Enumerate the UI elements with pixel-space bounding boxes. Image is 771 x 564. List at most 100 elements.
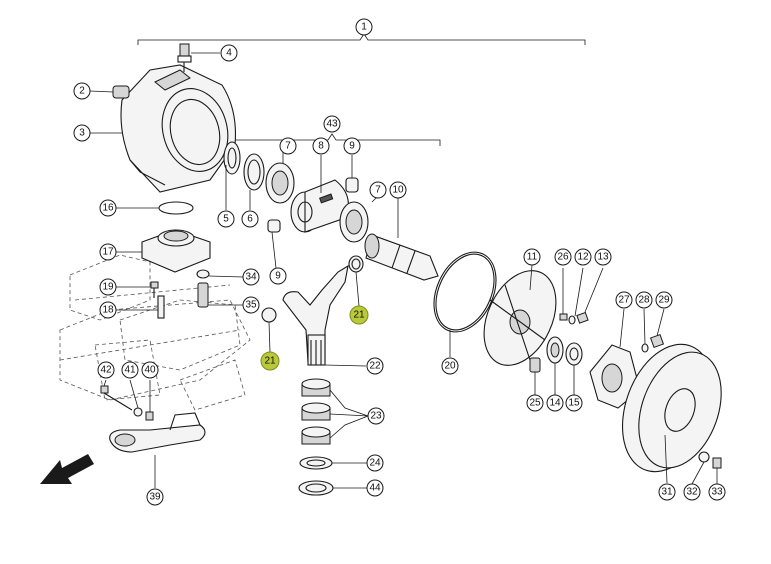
callout-41[interactable]: 41 <box>121 361 139 379</box>
callout-label: 34 <box>245 272 257 283</box>
fork-part-22 <box>282 264 349 366</box>
callout-label: 7 <box>285 141 291 152</box>
callout-9a[interactable]: 9 <box>343 137 361 155</box>
callout-label: 14 <box>549 398 561 409</box>
callout-21a[interactable]: 21 <box>349 305 369 325</box>
callout-9b[interactable]: 9 <box>269 267 287 285</box>
leader-lines <box>89 52 718 489</box>
callout-label: 5 <box>223 214 229 225</box>
callout-26[interactable]: 26 <box>554 248 572 266</box>
callout-label: 9 <box>349 141 355 152</box>
callout-7a[interactable]: 7 <box>279 137 297 155</box>
callout-label: 2 <box>79 86 85 97</box>
callout-label: 42 <box>100 365 112 376</box>
bearing-part-7a <box>265 162 295 204</box>
callout-label: 7 <box>375 185 381 196</box>
callout-35[interactable]: 35 <box>242 296 260 314</box>
callout-11[interactable]: 11 <box>523 248 541 266</box>
washer-part-28 <box>641 343 649 353</box>
callout-label: 3 <box>79 128 85 139</box>
callout-15[interactable]: 15 <box>565 394 583 412</box>
callout-label: 40 <box>144 365 156 376</box>
ring-part-6 <box>243 153 265 191</box>
callout-34[interactable]: 34 <box>242 268 260 286</box>
callout-16[interactable]: 16 <box>99 199 117 217</box>
callout-label: 27 <box>618 295 630 306</box>
callout-17[interactable]: 17 <box>99 243 117 261</box>
callout-label: 16 <box>102 203 114 214</box>
callout-27[interactable]: 27 <box>615 291 633 309</box>
callout-28[interactable]: 28 <box>635 291 653 309</box>
callout-label: 21 <box>353 310 365 321</box>
callout-8[interactable]: 8 <box>312 137 330 155</box>
callout-10[interactable]: 10 <box>389 181 407 199</box>
callout-label: 21 <box>264 356 276 367</box>
callout-label: 44 <box>369 483 381 494</box>
pin-part-9a <box>345 177 359 193</box>
callout-label: 33 <box>711 487 723 498</box>
callout-label: 24 <box>369 458 381 469</box>
callout-label: 17 <box>102 247 114 258</box>
callout-40[interactable]: 40 <box>141 361 159 379</box>
bearing-part-23a <box>301 378 331 397</box>
callout-label: 32 <box>686 487 698 498</box>
seal-part-44 <box>298 480 334 496</box>
callout-label: 23 <box>370 411 382 422</box>
callout-32[interactable]: 32 <box>683 483 701 501</box>
callout-19[interactable]: 19 <box>99 278 117 296</box>
callout-label: 1 <box>361 22 367 33</box>
callout-label: 8 <box>318 141 324 152</box>
callout-label: 18 <box>102 305 114 316</box>
callout-31[interactable]: 31 <box>658 483 676 501</box>
nut-part-40 <box>145 411 154 421</box>
callout-29[interactable]: 29 <box>655 291 673 309</box>
seal-part-24 <box>299 456 333 470</box>
callout-label: 11 <box>527 252 538 263</box>
callout-label: 12 <box>577 252 589 263</box>
callout-2[interactable]: 2 <box>73 82 91 100</box>
callout-label: 9 <box>275 271 281 282</box>
hub-part-27 <box>589 344 641 409</box>
callout-label: 19 <box>102 282 114 293</box>
callout-6[interactable]: 6 <box>241 210 259 228</box>
callout-14[interactable]: 14 <box>546 394 564 412</box>
shaft-part-10 <box>364 233 439 281</box>
callout-7b[interactable]: 7 <box>369 181 387 199</box>
arrow-down-left-icon <box>40 454 94 484</box>
callout-18[interactable]: 18 <box>99 301 117 319</box>
callout-21b[interactable]: 21 <box>260 351 280 371</box>
plate-part-11 <box>483 270 557 366</box>
callout-5[interactable]: 5 <box>217 210 235 228</box>
plug-part-2 <box>112 85 130 99</box>
callout-43[interactable]: 43 <box>323 115 341 133</box>
bushing-part-21a <box>348 255 364 273</box>
callout-24[interactable]: 24 <box>366 454 384 472</box>
callout-label: 22 <box>369 361 381 372</box>
bearing-part-23b <box>301 402 331 421</box>
callout-13[interactable]: 13 <box>594 248 612 266</box>
callout-20[interactable]: 20 <box>441 357 459 375</box>
callouts: 1 2 3 4 5 6 7 7 8 9 9 10 11 12 13 14 15 … <box>73 18 726 506</box>
callout-22[interactable]: 22 <box>366 357 384 375</box>
callout-label: 29 <box>658 295 670 306</box>
gasket-part-20 <box>433 251 497 333</box>
callout-23[interactable]: 23 <box>367 407 385 425</box>
callout-label: 39 <box>149 492 161 503</box>
callout-25[interactable]: 25 <box>526 394 544 412</box>
callout-label: 43 <box>326 119 338 130</box>
callout-12[interactable]: 12 <box>574 248 592 266</box>
callout-39[interactable]: 39 <box>146 488 164 506</box>
callout-3[interactable]: 3 <box>73 124 91 142</box>
callout-44[interactable]: 44 <box>366 479 384 497</box>
callout-label: 6 <box>247 214 253 225</box>
callout-label: 35 <box>245 300 257 311</box>
callout-42[interactable]: 42 <box>97 361 115 379</box>
callout-4[interactable]: 4 <box>220 44 238 62</box>
pin-part-18 <box>157 295 165 319</box>
steering-arm-part-39 <box>109 412 206 453</box>
bolt-part-26 <box>559 313 568 321</box>
chassis-outline <box>59 254 251 411</box>
callout-33[interactable]: 33 <box>708 483 726 501</box>
bearing-part-14 <box>546 336 564 364</box>
callout-1[interactable]: 1 <box>355 18 373 36</box>
